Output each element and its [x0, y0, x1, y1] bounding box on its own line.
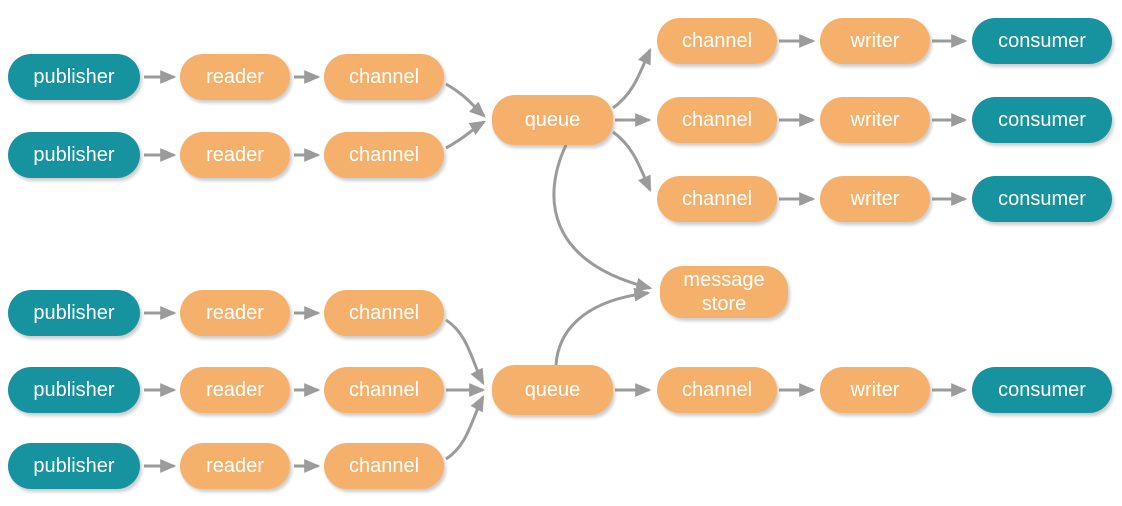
node-reader-b3: reader	[180, 443, 290, 489]
node-channel-b2: channel	[324, 367, 444, 413]
edge-channel-b1-to-queue-bottom	[445, 318, 485, 386]
edge-channel-b3-to-queue-bottom	[445, 394, 485, 461]
edge-queue-top-to-channel-r3	[612, 130, 652, 193]
node-queue-bottom: queue	[492, 365, 613, 415]
node-queue-top: queue	[492, 95, 613, 145]
edge-queue-bottom-to-message-store	[554, 287, 651, 366]
node-publisher-t1: publisher	[8, 54, 140, 100]
node-writer-r3: writer	[820, 176, 930, 222]
node-channel-t1: channel	[324, 54, 444, 100]
node-consumer-r2: consumer	[972, 97, 1112, 143]
edge-queue-top-to-message-store	[552, 144, 653, 292]
node-publisher-t2: publisher	[8, 132, 140, 178]
node-channel-b3: channel	[324, 443, 444, 489]
node-message-store: message store	[660, 266, 788, 318]
node-consumer-r3: consumer	[972, 176, 1112, 222]
node-publisher-b3: publisher	[8, 443, 140, 489]
node-writer-r2: writer	[820, 97, 930, 143]
node-channel-r2: channel	[657, 97, 777, 143]
node-channel-b1: channel	[324, 290, 444, 336]
edge-channel-t2-to-queue-top	[445, 120, 487, 150]
node-publisher-b1: publisher	[8, 290, 140, 336]
edges	[144, 34, 968, 473]
node-writer-br: writer	[820, 367, 930, 413]
edge-channel-t1-to-queue-top	[445, 82, 486, 118]
node-writer-r1: writer	[820, 18, 930, 64]
node-consumer-br: consumer	[972, 367, 1112, 413]
node-reader-b1: reader	[180, 290, 290, 336]
node-publisher-b2: publisher	[8, 367, 140, 413]
node-reader-b2: reader	[180, 367, 290, 413]
node-consumer-r1: consumer	[972, 18, 1112, 64]
node-channel-br: channel	[657, 367, 777, 413]
edge-queue-top-to-channel-r1	[612, 47, 652, 110]
node-channel-t2: channel	[324, 132, 444, 178]
node-channel-r1: channel	[657, 18, 777, 64]
node-channel-r3: channel	[657, 176, 777, 222]
node-reader-t1: reader	[180, 54, 290, 100]
node-reader-t2: reader	[180, 132, 290, 178]
